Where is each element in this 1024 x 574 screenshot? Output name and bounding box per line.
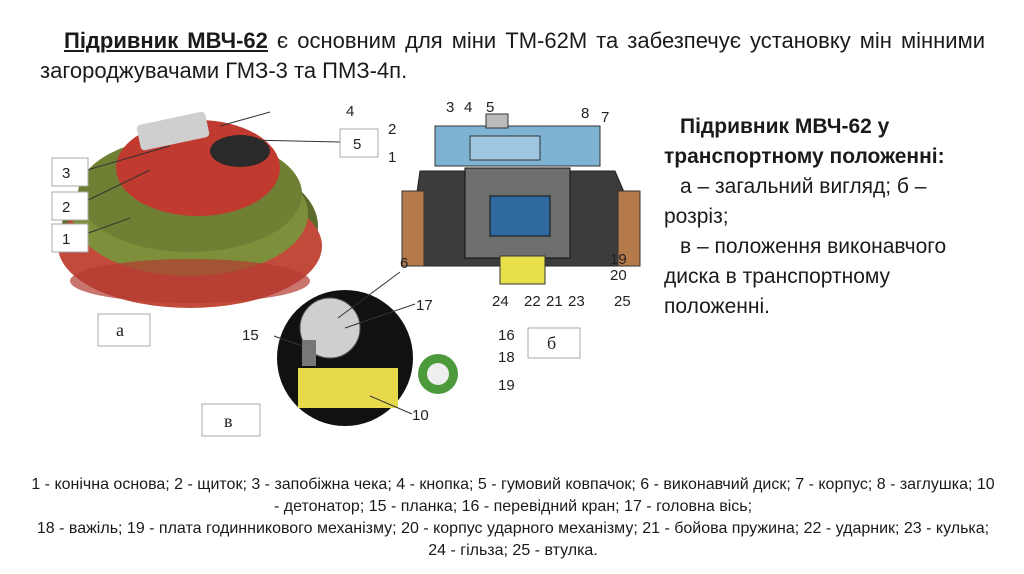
legend-line-1: 1 - конічна основа; 2 - щиток; 3 - запоб… [28, 474, 998, 518]
b-label-4: 4 [464, 99, 472, 116]
parts-legend: 1 - конічна основа; 2 - щиток; 3 - запоб… [28, 474, 998, 562]
b-label-7: 7 [601, 109, 609, 126]
fuze-figure: 4 5 3 2 1 а 3 4 5 8 7 2 1 19 20 25 [40, 96, 660, 446]
b-label-22: 22 [524, 293, 541, 310]
b-label-23: 23 [568, 293, 585, 310]
v-label-10: 10 [412, 407, 429, 424]
fuze-illustration: 4 5 3 2 1 а 3 4 5 8 7 2 1 19 20 25 [40, 96, 660, 446]
v-label-6: 6 [400, 255, 408, 272]
b-label-25: 25 [614, 293, 631, 310]
panel-b-label: б [547, 333, 556, 353]
b-label-19: 19 [610, 251, 627, 268]
b-label-2: 2 [388, 121, 396, 138]
caption-line-a: а – загальний вигляд; б – розріз; [664, 172, 994, 232]
side-label-18: 18 [498, 349, 515, 366]
caption-title: Підривник МВЧ-62 у транспортному положен… [664, 112, 994, 172]
a-label-4: 4 [346, 103, 354, 120]
b-label-1: 1 [388, 149, 396, 166]
b-label-21: 21 [546, 293, 563, 310]
b-label-8: 8 [581, 105, 589, 122]
caption-line-v: в – положення виконавчого диска в трансп… [664, 232, 994, 322]
panel-b-cutaway [402, 114, 640, 284]
a-label-1: 1 [62, 231, 70, 248]
b-label-20: 20 [610, 267, 627, 284]
v-label-15: 15 [242, 327, 259, 344]
a-label-2: 2 [62, 199, 70, 216]
b-label-24: 24 [492, 293, 509, 310]
intro-paragraph: Підривник МВЧ-62 є основним для міни ТМ-… [40, 26, 985, 86]
figure-caption: Підривник МВЧ-62 у транспортному положен… [664, 112, 994, 322]
side-label-16: 16 [498, 327, 515, 344]
legend-line-2: 18 - важіль; 19 - плата годинникового ме… [28, 518, 998, 562]
b-label-3: 3 [446, 99, 454, 116]
b-label-5: 5 [486, 99, 494, 116]
a-label-3: 3 [62, 165, 70, 182]
intro-fuze-name: Підривник МВЧ-62 [64, 28, 268, 53]
side-label-19: 19 [498, 377, 515, 394]
panel-a-label: а [116, 320, 124, 340]
panel-a-label-box [98, 314, 150, 346]
v-label-17: 17 [416, 297, 433, 314]
a-label-5: 5 [353, 136, 361, 153]
panel-v-label: в [224, 411, 233, 431]
